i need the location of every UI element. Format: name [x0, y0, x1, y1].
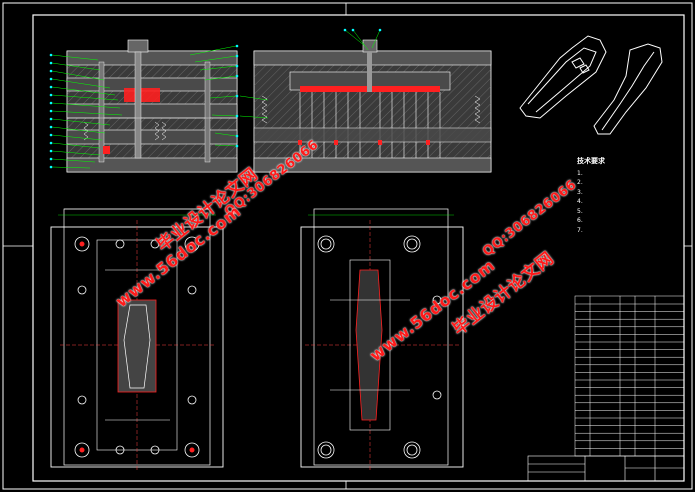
- tech-note-line: 5.: [577, 207, 583, 215]
- parts-list-table: [574, 295, 685, 457]
- tech-note-line: 1.: [577, 169, 583, 177]
- technical-notes: 技术要求 1. 2. 3. 4. 5. 6. 7.: [577, 157, 687, 235]
- title-block: [527, 455, 685, 482]
- plan-view-right: [300, 208, 464, 470]
- part-isometric-views: [519, 35, 663, 135]
- tech-note-line: 6.: [577, 217, 583, 224]
- tech-note-line: 7.: [577, 226, 583, 234]
- tech-note-line: 3.: [577, 188, 583, 196]
- tech-note-line: 4.: [577, 198, 583, 205]
- side-section-view: [239, 28, 492, 173]
- front-section-view: [49, 39, 239, 173]
- technical-notes-title: 技术要求: [577, 157, 605, 165]
- plan-view-left: [50, 208, 224, 470]
- sheet-inner-border: [32, 14, 685, 482]
- tech-note-line: 2.: [577, 179, 583, 186]
